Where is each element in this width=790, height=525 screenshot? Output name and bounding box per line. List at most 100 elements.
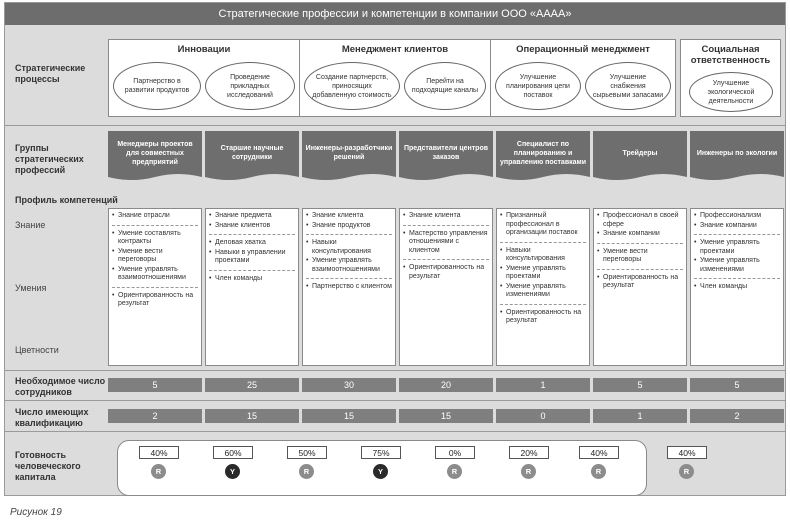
process-title: Операционный менеджмент — [516, 44, 650, 55]
competency-item: Деловая хватка — [209, 239, 295, 248]
group-label: Инженеры по экологии — [696, 149, 778, 157]
divider — [694, 234, 780, 235]
process-item: Улучшение планирования цепи поставок — [495, 62, 581, 110]
needed-value: 5 — [108, 378, 202, 392]
status-badge: R — [447, 464, 462, 479]
process-innovation: Инновации Партнерство в развитии продукт… — [108, 39, 300, 117]
competency-box: Знание отраслиУмение составлять контракт… — [108, 208, 202, 366]
divider — [500, 241, 586, 243]
competency-item: Знание компании — [597, 230, 683, 239]
divider — [500, 303, 586, 305]
status-badge: Y — [373, 464, 388, 479]
competency-box: Знание клиентаМастерство управления отно… — [399, 208, 493, 366]
competency-item: Знание отрасли — [112, 212, 198, 221]
competency-box: Профессионал в своей сфереЗнание компани… — [593, 208, 687, 366]
readiness-percent: 60% — [213, 446, 253, 459]
separator-line — [5, 370, 785, 371]
divider — [112, 286, 198, 288]
diagram-frame: Стратегические профессии и компетенции в… — [4, 2, 786, 496]
divider — [597, 268, 683, 270]
group-label: Инженеры-разработчики решений — [305, 145, 393, 161]
label-knowledge: Знание — [15, 220, 46, 230]
diagram-title: Стратегические профессии и компетенции в… — [5, 3, 785, 25]
existing-value: 15 — [302, 409, 396, 423]
competency-item: Признанный профессионал в организации по… — [500, 212, 586, 238]
competency-item: Умение управлять взаимоотношениями — [306, 257, 392, 274]
competency-item: Член команды — [694, 283, 780, 292]
readiness-percent: 40% — [139, 446, 179, 459]
process-item: Перейти на подходящие каналы — [404, 62, 486, 110]
competency-item: Умение управлять изменениями — [694, 257, 780, 274]
readiness-percent: 20% — [509, 446, 549, 459]
label-profile: Профиль компетенций — [15, 195, 118, 205]
label-values: Цветности — [15, 345, 59, 355]
needed-value: 30 — [302, 378, 396, 392]
divider — [403, 224, 489, 226]
process-item: Создание партнерств, приносящих добавлен… — [304, 62, 400, 110]
existing-value: 15 — [399, 409, 493, 423]
competency-item: Знание предмета — [209, 212, 295, 221]
competency-item: Профессионал в своей сфере — [597, 212, 683, 229]
competency-item: Умение управлять взаимоотношениями — [112, 266, 198, 283]
label-needed: Необходимое число сотрудников — [15, 376, 106, 397]
process-item: Улучшение снабжения сырьевыми запасами — [585, 62, 671, 110]
divider — [112, 224, 198, 226]
competency-item: Ориентированность на результат — [500, 309, 586, 326]
divider — [306, 234, 392, 235]
group-banner: Инженеры по экологии — [690, 131, 784, 185]
group-banner: Старшие научные сотрудники — [205, 131, 299, 185]
process-title: Социальная ответственность — [690, 44, 771, 66]
divider — [694, 278, 780, 279]
competency-item: Партнерство с клиентом — [306, 283, 392, 292]
competency-item: Профессионализм — [694, 212, 780, 221]
divider — [306, 278, 392, 279]
label-skills: Умения — [15, 283, 47, 293]
competency-item: Умение управлять проектами — [500, 265, 586, 282]
competency-item: Мастерство управления отношениями с клие… — [403, 230, 489, 256]
group-banner: Трейдеры — [593, 131, 687, 185]
needed-value: 5 — [690, 378, 784, 392]
divider — [403, 259, 489, 260]
label-groups: Группы стратегических профессий — [15, 143, 84, 175]
label-existing: Число имеющих квалификацию — [15, 407, 89, 428]
competency-item: Умение составлять контракты — [112, 230, 198, 247]
competency-item: Знание продуктов — [306, 222, 392, 231]
group-banner: Специалист по планированию и управлению … — [496, 131, 590, 185]
competency-item: Навыки консультирования — [500, 247, 586, 264]
readiness-percent: 50% — [287, 446, 327, 459]
separator-line — [5, 431, 785, 432]
needed-value: 25 — [205, 378, 299, 392]
competency-item: Ориентированность на результат — [403, 264, 489, 281]
process-item: Проведение прикладных исследований — [205, 62, 295, 110]
needed-value: 20 — [399, 378, 493, 392]
needed-value: 5 — [593, 378, 687, 392]
label-readiness: Готовность человеческого капитала — [15, 450, 81, 482]
divider — [209, 269, 295, 271]
process-client-management: Менеджмент клиентов Создание партнерств,… — [299, 39, 491, 117]
competency-item: Знание клиента — [306, 212, 392, 221]
group-label: Менеджеры проектов для совместных предпр… — [117, 140, 193, 166]
competency-item: Знание клиента — [403, 212, 489, 221]
competency-item: Знание компании — [694, 222, 780, 231]
divider — [209, 234, 295, 235]
group-label: Специалист по планированию и управлению … — [499, 140, 586, 166]
competency-item: Член команды — [209, 275, 295, 284]
label-processes: Стратегические процессы — [15, 63, 86, 84]
process-operations: Операционный менеджмент Улучшение планир… — [490, 39, 676, 117]
status-badge: R — [591, 464, 606, 479]
status-badge: Y — [225, 464, 240, 479]
competency-item: Умение управлять проектами — [694, 239, 780, 256]
existing-value: 0 — [496, 409, 590, 423]
competency-item: Ориентированность на результат — [112, 292, 198, 309]
competency-item: Умение управлять изменениями — [500, 283, 586, 300]
competency-box: Знание предметаЗнание клиентовДеловая хв… — [205, 208, 299, 366]
existing-value: 15 — [205, 409, 299, 423]
competency-box: Знание клиентаЗнание продуктовНавыки кон… — [302, 208, 396, 366]
status-badge: R — [151, 464, 166, 479]
competency-item: Ориентированность на результат — [597, 274, 683, 291]
status-badge: R — [521, 464, 536, 479]
competency-item: Навыки консультирования — [306, 239, 392, 256]
group-banner: Инженеры-разработчики решений — [302, 131, 396, 185]
divider — [597, 242, 683, 244]
status-badge: R — [299, 464, 314, 479]
